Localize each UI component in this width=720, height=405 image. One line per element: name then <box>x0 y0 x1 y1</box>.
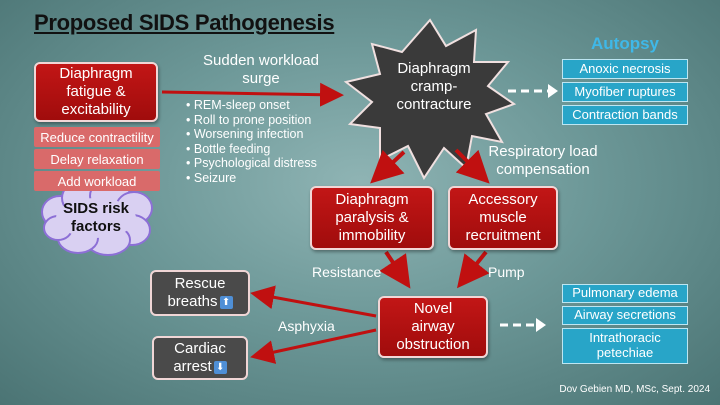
obstruction-line-1: Novel <box>413 300 453 317</box>
paralysis-line-3: immobility <box>338 227 406 244</box>
outcome-pulmonary-edema: Pulmonary edema <box>562 284 688 303</box>
rescue-line-2: breaths <box>167 293 218 310</box>
trigger-item: Roll to prone position <box>186 113 317 128</box>
respiratory-load-label: Respiratory load compensation <box>478 143 608 179</box>
autopsy-item-anoxic-necrosis: Anoxic necrosis <box>562 59 688 79</box>
cramp-to-autopsy-arrowhead <box>548 84 558 98</box>
cramp-line-1: Diaphragm <box>397 60 471 77</box>
trigger-list: REM-sleep onset Roll to prone position W… <box>186 98 317 186</box>
arrow-up-icon: ⬆ <box>219 295 233 309</box>
surge-label: Sudden workload surge <box>186 52 336 88</box>
cramp-starburst-shape <box>343 18 517 180</box>
obstruction-to-cardiac-arrow <box>250 328 377 364</box>
arrow-down-icon: ⬇ <box>213 360 227 374</box>
fatigue-line-2: fatigue & <box>66 83 126 100</box>
trigger-item: Worsening infection <box>186 127 317 142</box>
outcome-intrathoracic-petechiae: Intrathoracic petechiae <box>562 328 688 364</box>
diaphragm-fatigue-box: Diaphragm fatigue & excitability <box>34 62 158 122</box>
accessory-line-3: recruitment <box>465 227 541 244</box>
resistance-label: Resistance <box>312 264 382 280</box>
risk-cloud-fill <box>56 198 136 238</box>
obstruction-to-outcomes-arrowhead <box>536 318 546 332</box>
cardiac-line-1: Cardiac <box>174 340 226 357</box>
autopsy-title: Autopsy <box>591 34 659 53</box>
cramp-line-3: contracture <box>396 96 472 113</box>
cloud-line-1: SIDS risk <box>63 200 129 217</box>
cloud-line-2: factors <box>70 218 122 235</box>
surge-line-2: surge <box>242 70 280 87</box>
pump-label: Pump <box>488 264 525 280</box>
respiratory-line-2: compensation <box>496 161 590 178</box>
cramp-to-paralysis-arrow <box>370 149 406 184</box>
accessory-to-obstruction-arrow <box>457 250 490 289</box>
cramp-to-accessory-arrow <box>454 148 490 184</box>
obstruction-line-3: obstruction <box>396 336 470 353</box>
accessory-line-1: Accessory <box>468 191 538 208</box>
respiratory-line-1: Respiratory load <box>488 143 598 160</box>
trigger-item: Psychological distress <box>186 156 317 171</box>
obstruction-line-2: airway <box>411 318 455 335</box>
sids-risk-cloud: SIDS risk factors <box>56 200 136 236</box>
surge-arrow <box>161 82 344 107</box>
diaphragm-cramp-node: Diaphragm cramp- contracture <box>384 60 484 114</box>
diaphragm-paralysis-box: Diaphragm paralysis & immobility <box>310 186 434 250</box>
cramp-line-2: cramp- <box>410 78 458 95</box>
rescue-line-2-row: breaths⬆ <box>167 293 233 311</box>
surge-line-1: Sudden workload <box>203 52 319 69</box>
rescue-breaths-box: Rescue breaths⬆ <box>150 270 250 316</box>
page-title: Proposed SIDS Pathogenesis <box>34 10 335 35</box>
asphyxia-label: Asphyxia <box>278 318 335 334</box>
obstruction-to-rescue-arrow <box>250 285 377 318</box>
risk-add-workload: Add workload <box>34 171 160 191</box>
autopsy-item-contraction-bands: Contraction bands <box>562 105 688 125</box>
airway-obstruction-box: Novel airway obstruction <box>378 296 488 358</box>
fatigue-line-3: excitability <box>61 101 131 118</box>
risk-reduce-contractility: Reduce contractility <box>34 127 160 147</box>
accessory-muscle-box: Accessory muscle recruitment <box>448 186 558 250</box>
accessory-line-2: muscle <box>479 209 527 226</box>
author-credit: Dov Gebien MD, MSc, Sept. 2024 <box>559 384 710 395</box>
outcome-airway-secretions: Airway secretions <box>562 306 688 325</box>
risk-delay-relaxation: Delay relaxation <box>34 149 160 169</box>
cardiac-line-2-row: arrest⬇ <box>173 358 227 376</box>
rescue-line-1: Rescue <box>174 275 226 292</box>
paralysis-line-1: Diaphragm <box>335 191 409 208</box>
paralysis-line-2: paralysis & <box>335 209 409 226</box>
cardiac-arrest-box: Cardiac arrest⬇ <box>152 336 248 380</box>
autopsy-item-myofiber-ruptures: Myofiber ruptures <box>562 82 688 102</box>
trigger-item: Seizure <box>186 171 317 186</box>
trigger-item: REM-sleep onset <box>186 98 317 113</box>
cardiac-line-2: arrest <box>173 358 212 375</box>
trigger-item: Bottle feeding <box>186 142 317 157</box>
fatigue-line-1: Diaphragm <box>59 65 133 82</box>
paralysis-to-obstruction-arrow <box>379 250 411 289</box>
